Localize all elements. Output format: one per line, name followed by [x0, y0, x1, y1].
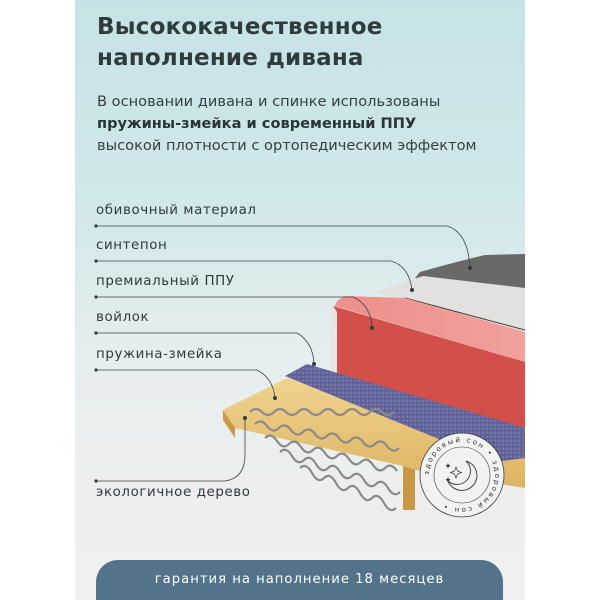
callout-lines	[96, 225, 471, 482]
callout-dots	[94, 224, 472, 483]
zigzag-springs	[249, 407, 401, 512]
label-felt: войлок	[96, 310, 150, 325]
label-eco-wood: экологичное дерево	[96, 485, 251, 500]
title-line-2: наполнение дивана	[97, 45, 364, 71]
moon-stars-icon	[447, 460, 478, 491]
label-zigzag-spring: пружина-змейка	[96, 347, 223, 362]
intro-line-3: высокой плотности с ортопедическим эффек…	[97, 137, 477, 154]
warranty-banner: гарантия на наполнение 18 месяцев	[96, 560, 503, 600]
label-sinteppon: синтепон	[96, 238, 168, 253]
healthy-sleep-badge: здоровый сон • здоровый сон •	[419, 432, 505, 518]
title-line-1: Высококачественное	[97, 14, 383, 40]
label-upholstery: обивочный материал	[96, 203, 257, 218]
sofa-layers-illustration: здоровый сон • здоровый сон •	[94, 224, 525, 518]
page-title: Высококачественное наполнение дивана	[97, 12, 383, 74]
intro-line-1: В основании дивана и спинке использованы	[97, 93, 441, 110]
label-premium-foam: премиальный ППУ	[96, 274, 235, 289]
intro-line-2: пружины-змейка и современный ППУ	[97, 115, 417, 132]
intro-text: В основании дивана и спинке использованы…	[97, 91, 525, 157]
product-card: Высококачественное наполнение дивана В о…	[75, 0, 525, 600]
